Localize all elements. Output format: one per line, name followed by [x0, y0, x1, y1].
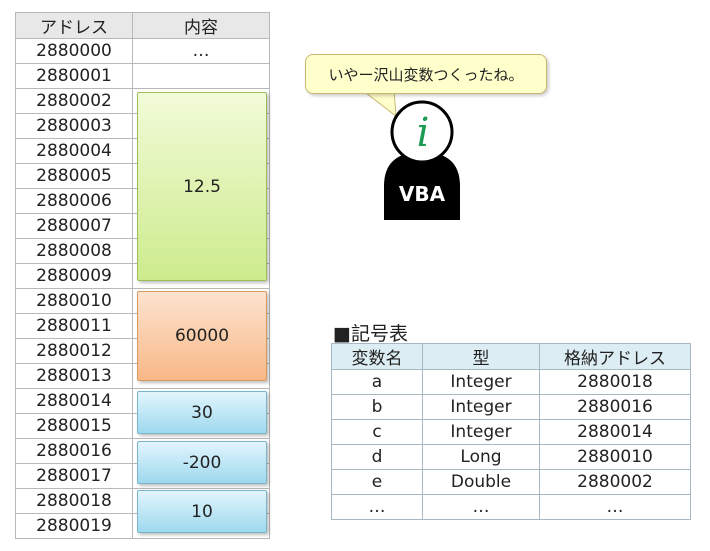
var-name-cell: a: [331, 369, 423, 395]
bubble-text: いやー沢山変数つくったね。: [328, 65, 524, 84]
double-value-block: 12.5: [137, 92, 267, 281]
address-cell: 2880002: [539, 469, 691, 495]
address-cell: 2880007: [15, 213, 133, 239]
integer-value-block-c: 30: [137, 391, 267, 434]
symbol-header-row: 変数名 型 格納アドレス: [331, 343, 691, 370]
var-name-cell: b: [331, 394, 423, 420]
memory-header-row: アドレス 内容: [15, 12, 270, 39]
integer-value-block-a: 10: [137, 490, 267, 533]
type-cell: …: [422, 494, 540, 520]
var-name-cell: …: [331, 494, 423, 520]
content-cell: …: [132, 38, 270, 64]
address-cell: 2880016: [15, 438, 133, 464]
address-cell: 2880019: [15, 513, 133, 539]
type-cell: Integer: [422, 419, 540, 445]
address-cell: …: [539, 494, 691, 520]
address-cell: 2880013: [15, 363, 133, 389]
address-cell: 2880001: [15, 63, 133, 89]
address-cell: 2880010: [539, 444, 691, 470]
address-cell: 2880011: [15, 313, 133, 339]
address-cell: 2880014: [15, 388, 133, 414]
address-cell: 2880002: [15, 88, 133, 114]
integer-value-block-b: -200: [137, 441, 267, 484]
address-header: アドレス: [15, 12, 133, 39]
character-label: VBA: [398, 182, 446, 206]
address-cell: 2880018: [539, 369, 691, 395]
table-row: 2880000…: [15, 38, 270, 64]
var-name-cell: d: [331, 444, 423, 470]
address-cell: 2880003: [15, 113, 133, 139]
type-cell: Double: [422, 469, 540, 495]
type-cell: Integer: [422, 394, 540, 420]
address-cell: 2880012: [15, 338, 133, 364]
address-cell: 2880018: [15, 488, 133, 514]
address-cell: 2880010: [15, 288, 133, 314]
content-cell: [132, 63, 270, 89]
address-header: 格納アドレス: [539, 343, 691, 370]
address-cell: 2880000: [15, 38, 133, 64]
symbol-table-title: ■記号表: [333, 323, 408, 345]
address-cell: 2880006: [15, 188, 133, 214]
vba-character-icon: [384, 100, 460, 220]
address-cell: 2880017: [15, 463, 133, 489]
var-name-cell: c: [331, 419, 423, 445]
type-cell: Long: [422, 444, 540, 470]
address-cell: 2880009: [15, 263, 133, 289]
content-header: 内容: [132, 12, 270, 39]
info-icon: i: [416, 110, 430, 156]
address-cell: 2880014: [539, 419, 691, 445]
table-row: ………: [331, 494, 691, 520]
address-cell: 2880015: [15, 413, 133, 439]
speech-bubble: いやー沢山変数つくったね。: [305, 54, 547, 94]
address-cell: 2880004: [15, 138, 133, 164]
long-value-block: 60000: [137, 291, 267, 381]
type-header: 型: [422, 343, 540, 370]
var-name-cell: e: [331, 469, 423, 495]
address-cell: 2880005: [15, 163, 133, 189]
address-cell: 2880016: [539, 394, 691, 420]
type-cell: Integer: [422, 369, 540, 395]
address-cell: 2880008: [15, 238, 133, 264]
table-row: 2880001: [15, 63, 270, 89]
var-name-header: 変数名: [331, 343, 423, 370]
